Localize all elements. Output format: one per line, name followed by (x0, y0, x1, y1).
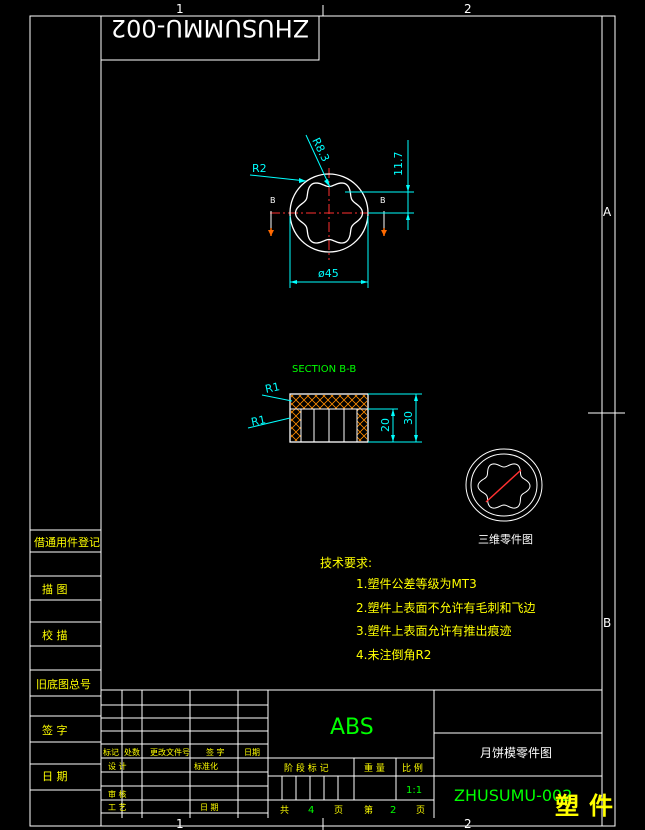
scale-label: 比 例 (402, 762, 423, 774)
iso-view (465, 448, 543, 522)
sheets-unit-1: 页 (334, 805, 343, 816)
zone-label-top-1: 1 (176, 2, 184, 16)
code-box-text: ZHUSUMMU-002 (111, 14, 309, 42)
row-date: 日 期 (200, 803, 219, 812)
rev-header-3: 签 字 (206, 747, 225, 757)
tech-heading: 技术要求: (320, 556, 372, 570)
left-label-5: 日 期 (42, 770, 68, 783)
zone-label-right-b: B (603, 616, 611, 630)
zone-label-top-2: 2 (464, 2, 472, 16)
left-label-3: 旧底图总号 (36, 677, 91, 691)
dim-117: 11.7 (392, 152, 405, 177)
dim-30: 30 (402, 411, 415, 425)
tech-line-3: 3.塑件上表面允许有推出痕迹 (356, 623, 511, 638)
rev-header-0: 标记 (103, 747, 119, 757)
row-review: 审 核 (108, 789, 127, 799)
row-process: 工 艺 (108, 803, 127, 812)
dim-20: 20 (379, 418, 392, 432)
row-design: 设 计 (108, 761, 127, 771)
drawing-number: ZHUSUMU-002 (454, 786, 572, 805)
sheet-label: 第 (364, 804, 373, 816)
sheets-unit-2: 页 (416, 805, 425, 816)
zone-label-bottom-1: 1 (176, 817, 184, 830)
rev-header-4: 日期 (244, 748, 260, 757)
weight-label: 重 量 (364, 762, 385, 774)
sheets-total-label: 共 (280, 805, 289, 816)
section-view (247, 393, 422, 443)
watermark: 塑件 (555, 791, 623, 820)
tech-line-2: 2.塑件上表面不允许有毛刺和飞边 (356, 600, 535, 615)
left-label-1: 描 图 (42, 582, 68, 596)
top-view (249, 134, 414, 288)
inner-frame (100, 15, 603, 827)
part-name: 月饼模零件图 (480, 746, 552, 760)
tech-line-4: 4.未注倒角R2 (356, 647, 431, 662)
zone-label-bottom-2: 2 (464, 817, 472, 830)
dim-d45: ø45 (318, 267, 339, 280)
sheet-number: 2 (390, 805, 396, 816)
left-label-4: 签 字 (42, 723, 68, 737)
left-register (30, 529, 101, 791)
dim-r1-b: R1 (250, 413, 267, 429)
code-box (100, 15, 320, 61)
section-mark-right: B (380, 196, 386, 205)
dim-r1-a: R1 (264, 380, 281, 396)
rev-header-2: 更改文件号 (150, 747, 190, 757)
tech-line-1: 1.塑件公差等级为MT3 (356, 576, 477, 591)
rev-header-1: 处数 (124, 747, 140, 757)
zone-label-right-a: A (603, 205, 612, 219)
section-mark-left: B (270, 196, 276, 205)
scale-value: 1:1 (406, 785, 422, 796)
left-label-2: 校 描 (42, 628, 68, 642)
dim-r2: R2 (252, 162, 267, 175)
left-label-0: 借通用件登记 (34, 535, 100, 549)
sheets-total: 4 (308, 805, 314, 816)
row-standard: 标准化 (194, 761, 218, 771)
stage-label: 阶 段 标 记 (284, 762, 329, 774)
title-block (101, 689, 602, 818)
material-text: ABS (330, 715, 374, 740)
section-title: SECTION B-B (292, 364, 356, 375)
iso-caption: 三维零件图 (478, 533, 533, 546)
